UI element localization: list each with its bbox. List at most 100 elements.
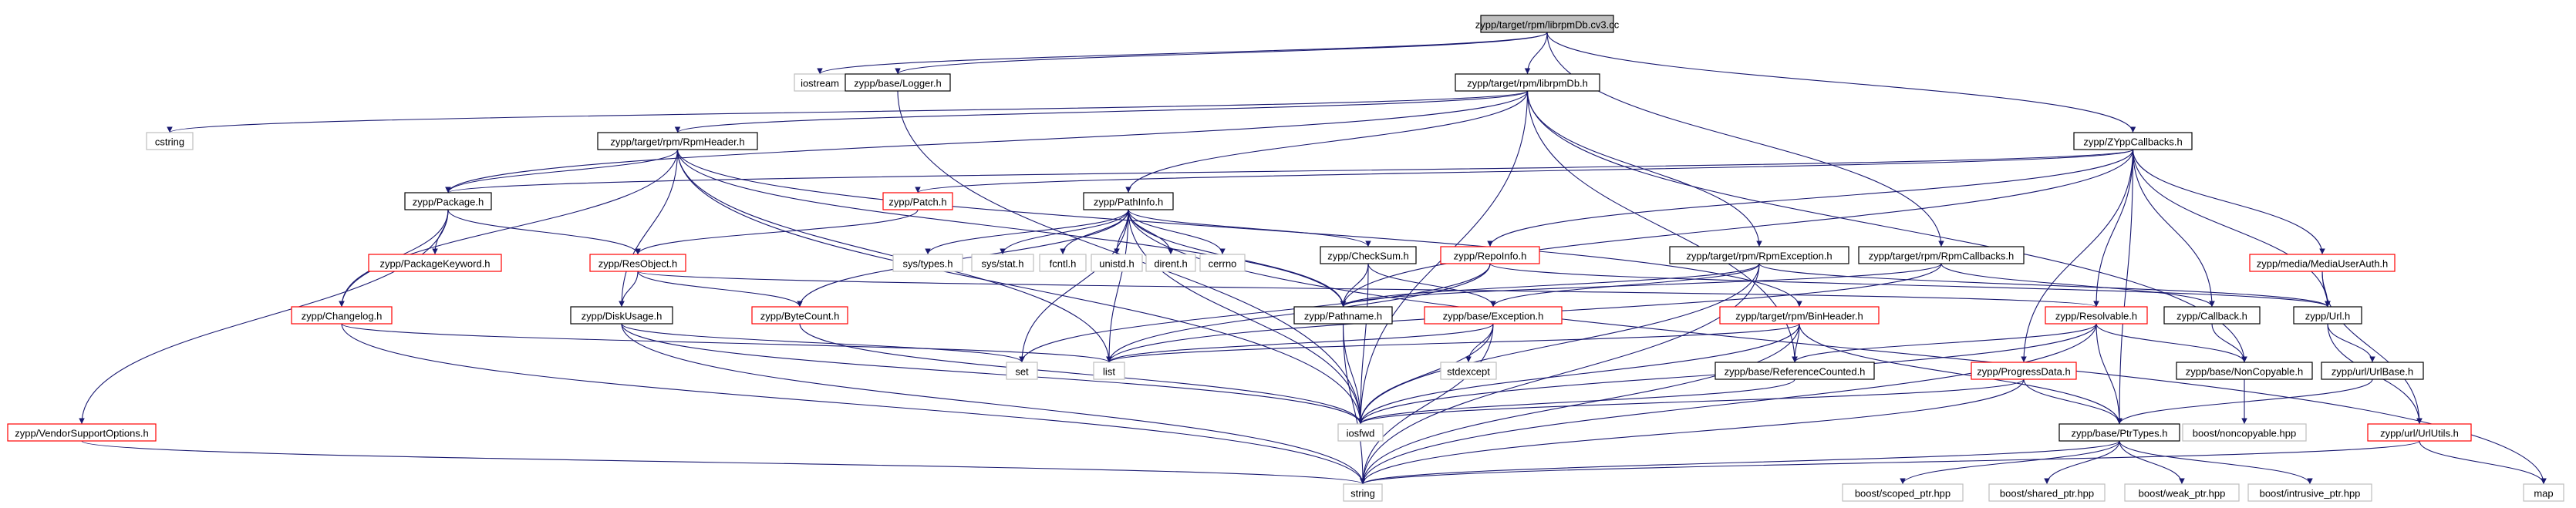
- node-box: [1440, 362, 1497, 380]
- edge-pathinfo-to-systypes: [925, 209, 1129, 255]
- node-zypp-base-noncopyable-h[interactable]: zypp/base/NonCopyable.h: [2176, 362, 2313, 380]
- node-box: [1093, 362, 1125, 380]
- edge-rpmexc-to-pathname: [1340, 263, 1760, 308]
- node-label: zypp/Package.h: [413, 197, 484, 208]
- node-zypp-base-ptrtypes-h[interactable]: zypp/base/PtrTypes.h: [2058, 423, 2180, 442]
- edge-urlutils-to-string: [1360, 440, 2420, 485]
- node-zypp-changelog-h[interactable]: zypp/Changelog.h: [291, 306, 393, 325]
- node-zypp-target-rpm-binheader-h[interactable]: zypp/target/rpm/BinHeader.h: [1719, 306, 1880, 325]
- node-zypp-base-logger-h[interactable]: zypp/base/Logger.h: [845, 73, 951, 92]
- node-boost-intrusive-ptr-hpp: boost/intrusive_ptr.hpp: [2247, 483, 2372, 502]
- edge-zyppcb-to-progressdata: [2021, 149, 2134, 363]
- node-box: [1858, 246, 2025, 264]
- node-zypp-package-h[interactable]: zypp/Package.h: [404, 192, 492, 210]
- node-box: [2523, 483, 2564, 502]
- node-box: [2247, 483, 2372, 502]
- node-set: set: [1006, 362, 1038, 380]
- node-zypp-target-rpm-librpmdb-h[interactable]: zypp/target/rpm/librpmDb.h: [1455, 73, 1600, 92]
- node-zypp-url-h[interactable]: zypp/Url.h: [2293, 306, 2362, 325]
- edge-pathname-to-iosfwd: [1342, 323, 1364, 425]
- edge-rpmcb-to-callback: [1940, 263, 2215, 308]
- node-zypp-target-rpm-rpmexception-h[interactable]: zypp/target/rpm/RpmException.h: [1669, 246, 1849, 264]
- node-zypp-patch-h[interactable]: zypp/Patch.h: [882, 192, 953, 210]
- node-label: iostream: [801, 78, 839, 89]
- node-label: zypp/Url.h: [2305, 311, 2351, 322]
- edge-zyppcb-to-repoinfo: [1487, 149, 2134, 247]
- node-label: zypp/PathInfo.h: [1094, 197, 1163, 208]
- node-cstring: cstring: [146, 132, 194, 150]
- node-zypp-callback-h[interactable]: zypp/Callback.h: [2163, 306, 2261, 325]
- edge-root-to-zyppcb: [1546, 32, 2136, 133]
- node-zypp-bytecount-h[interactable]: zypp/ByteCount.h: [751, 306, 848, 325]
- edge-root-to-iostream: [817, 32, 1548, 75]
- node-label: zypp/PackageKeyword.h: [379, 258, 490, 270]
- node-box: [1083, 192, 1174, 210]
- edge-binheader-to-iosfwd: [1357, 323, 1800, 425]
- node-zypp-resolvable-h[interactable]: zypp/Resolvable.h: [2045, 306, 2148, 325]
- node-zypp-url-urlutils-h[interactable]: zypp/url/UrlUtils.h: [2367, 423, 2472, 442]
- node-box: [882, 192, 953, 210]
- node-iosfwd: iosfwd: [1337, 423, 1384, 442]
- node-zypp-target-rpm-rpmcallbacks-h[interactable]: zypp/target/rpm/RpmCallbacks.h: [1858, 246, 2025, 264]
- node-cerrno: cerrno: [1199, 254, 1246, 272]
- node-box: [2182, 423, 2307, 442]
- edge-ptrtypes-to-intrusiveptr: [2119, 440, 2313, 485]
- node-zypp-url-urlbase-h[interactable]: zypp/url/UrlBase.h: [2321, 362, 2424, 380]
- node-box: [1455, 73, 1600, 92]
- node-sys-stat-h: sys/stat.h: [971, 254, 1034, 272]
- node-label: cerrno: [1209, 258, 1237, 270]
- node-zypp-target-rpm-librpmdb-cv3-cc[interactable]: zypp/target/rpm/librpmDb.cv3.cc: [1475, 15, 1620, 33]
- node-zypp-pathinfo-h[interactable]: zypp/PathInfo.h: [1083, 192, 1174, 210]
- node-zypp-base-exception-h[interactable]: zypp/base/Exception.h: [1424, 306, 1563, 325]
- node-zypp-media-mediauserauth-h[interactable]: zypp/media/MediaUserAuth.h: [2249, 254, 2396, 272]
- edge-root-to-librpmdb: [1524, 32, 1548, 75]
- edge-rpmexc-to-string: [1360, 263, 1760, 485]
- node-box: [589, 254, 686, 272]
- node-box: [1006, 362, 1038, 380]
- node-label: zypp/url/UrlUtils.h: [2380, 428, 2459, 439]
- node-box: [291, 306, 393, 325]
- node-label: zypp/target/rpm/RpmHeader.h: [610, 136, 744, 148]
- node-zypp-checksum-h[interactable]: zypp/CheckSum.h: [1320, 246, 1417, 264]
- node-box: [2176, 362, 2313, 380]
- node-zypp-resobject-h[interactable]: zypp/ResObject.h: [589, 254, 686, 272]
- edge-resolvable-to-string: [1360, 323, 2097, 485]
- node-zypp-diskusage-h[interactable]: zypp/DiskUsage.h: [570, 306, 673, 325]
- node-zypp-packagekeyword-h[interactable]: zypp/PackageKeyword.h: [368, 254, 502, 272]
- edge-exception-to-list: [1106, 323, 1494, 363]
- node-zypp-zyppcallbacks-h[interactable]: zypp/ZYppCallbacks.h: [2073, 132, 2193, 150]
- node-boost-scoped-ptr-hpp: boost/scoped_ptr.hpp: [1842, 483, 1964, 502]
- edge-pathinfo-to-cerrno: [1128, 209, 1226, 255]
- edge-ptrtypes-to-scopedptr: [1900, 440, 2120, 485]
- node-zypp-base-referencecounted-h[interactable]: zypp/base/ReferenceCounted.h: [1715, 362, 1875, 380]
- node-label: unistd.h: [1099, 258, 1135, 270]
- edge-zyppcb-to-mediauserauth: [2132, 149, 2325, 255]
- edge-callback-to-noncopyable: [2211, 323, 2247, 363]
- node-box: [1971, 362, 2077, 380]
- edge-ptrtypes-to-string: [1360, 440, 2120, 485]
- node-zypp-progressdata-h[interactable]: zypp/ProgressData.h: [1971, 362, 2077, 380]
- edge-zyppcb-to-pathname: [1340, 149, 2134, 308]
- edge-rpmheader-to-binheader: [676, 149, 1802, 308]
- node-label: string: [1350, 488, 1375, 500]
- node-box: [2124, 483, 2240, 502]
- node-label: zypp/CheckSum.h: [1327, 251, 1409, 262]
- node-box: [751, 306, 848, 325]
- node-label: dirent.h: [1154, 258, 1187, 270]
- edge-urlbase-to-ptrtypes: [2116, 378, 2373, 425]
- edge-resobject-to-resolvable: [637, 271, 2099, 308]
- node-zypp-vendorsupportoptions-h[interactable]: zypp/VendorSupportOptions.h: [7, 423, 157, 442]
- edge-ptrtypes-to-weakptr: [2119, 440, 2185, 485]
- node-zypp-repoinfo-h[interactable]: zypp/RepoInfo.h: [1440, 246, 1540, 264]
- node-label: zypp/ProgressData.h: [1977, 366, 2070, 378]
- node-zypp-target-rpm-rpmheader-h[interactable]: zypp/target/rpm/RpmHeader.h: [597, 132, 758, 150]
- node-box: [845, 73, 951, 92]
- node-box: [1337, 423, 1384, 442]
- node-label: zypp/base/PtrTypes.h: [2071, 428, 2167, 439]
- edge-binheader-to-ptrtypes: [1799, 323, 2123, 425]
- node-zypp-pathname-h[interactable]: zypp/Pathname.h: [1293, 306, 1393, 325]
- edge-root-to-rpmcb: [1546, 32, 1944, 247]
- node-box: [1719, 306, 1880, 325]
- node-label: zypp/base/Logger.h: [854, 78, 941, 89]
- node-fcntl-h: fcntl.h: [1039, 254, 1087, 272]
